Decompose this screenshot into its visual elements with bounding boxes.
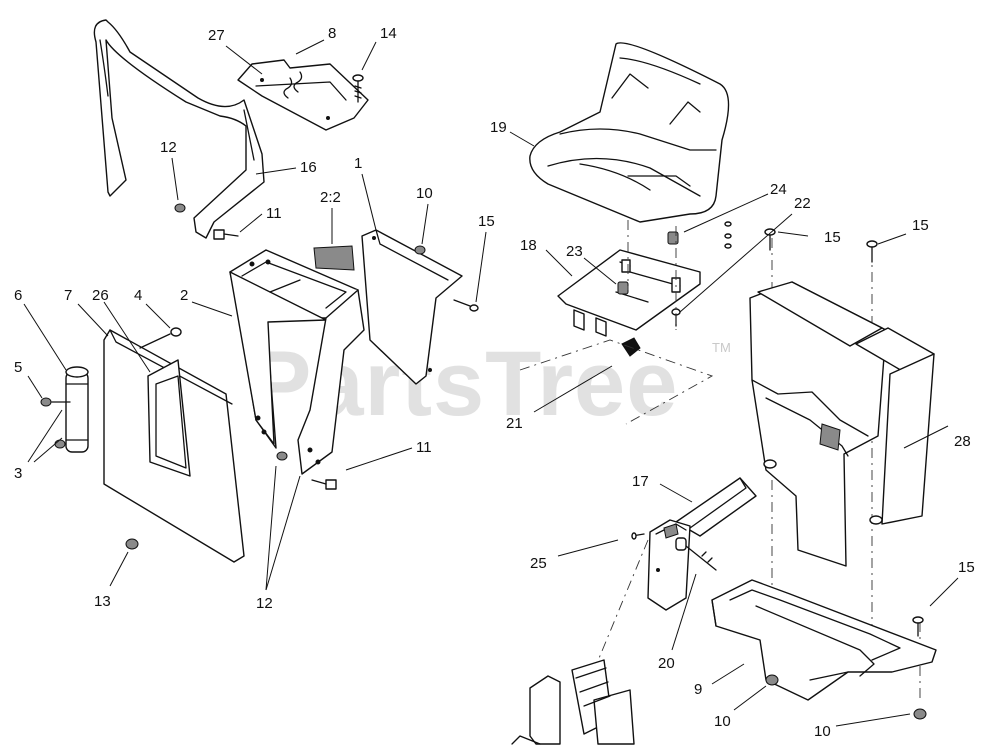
part-small-washers xyxy=(724,221,732,249)
part-13-nut xyxy=(125,538,139,550)
part-20-bolt xyxy=(675,537,717,571)
callout-25: 25 xyxy=(530,555,547,572)
callout-20: 20 xyxy=(658,655,675,672)
callout-1: 1 xyxy=(354,155,362,172)
callout-15-cover-right: 15 xyxy=(912,217,929,234)
part-11-bolt-lower xyxy=(311,479,337,490)
callout-24: 24 xyxy=(770,181,787,198)
part-9-base-pan xyxy=(711,579,937,701)
callout-3: 3 xyxy=(14,465,22,482)
part-18-seat-plate xyxy=(557,249,701,337)
part-20-upright-post xyxy=(647,519,691,611)
callout-21: 21 xyxy=(506,415,523,432)
part-24-bushing xyxy=(667,231,679,245)
part-3-nut xyxy=(54,439,66,449)
watermark-trademark: TM xyxy=(712,340,731,355)
part-2-housing xyxy=(229,249,365,475)
callout-4: 4 xyxy=(134,287,142,304)
callout-15-base: 15 xyxy=(958,559,975,576)
callout-8: 8 xyxy=(328,25,336,42)
callout-12-lower: 12 xyxy=(256,595,273,612)
callout-26: 26 xyxy=(92,287,109,304)
callout-13: 13 xyxy=(94,593,111,610)
part-15-screw-side xyxy=(453,299,479,312)
callout-15-cover-left: 15 xyxy=(824,229,841,246)
part-14-screw xyxy=(352,74,364,103)
callout-5: 5 xyxy=(14,359,22,376)
leader-lines xyxy=(23,39,959,727)
callout-9: 9 xyxy=(694,681,702,698)
callout-12-upper: 12 xyxy=(160,139,177,156)
callout-14: 14 xyxy=(380,25,397,42)
callout-27: 27 xyxy=(208,27,225,44)
callout-19: 19 xyxy=(490,119,507,136)
part-1-side-panel xyxy=(361,229,463,385)
callout-18: 18 xyxy=(520,237,537,254)
part-26-decal xyxy=(147,359,191,477)
part-5-screw xyxy=(40,397,71,407)
callout-10-base-right: 10 xyxy=(814,723,831,740)
part-10-nuts-base xyxy=(765,674,927,720)
callout-10-base-left: 10 xyxy=(714,713,731,730)
part-11-bolt-upper xyxy=(213,229,239,240)
part-19-seat xyxy=(529,42,730,223)
callout-6: 6 xyxy=(14,287,22,304)
part-10-nut-side xyxy=(414,245,426,255)
part-4-bolt xyxy=(139,327,182,349)
part-16-roll-bar xyxy=(93,19,265,239)
callout-7: 7 xyxy=(64,287,72,304)
part-25-pin xyxy=(631,532,645,540)
part-23-spacer xyxy=(617,281,629,295)
callout-28: 28 xyxy=(954,433,971,450)
part-8-bracket-plate xyxy=(237,59,369,131)
callout-22: 22 xyxy=(794,195,811,212)
callout-labels: 27 8 14 12 16 11 1 2:2 10 15 6 7 26 4 2 … xyxy=(14,25,975,740)
callout-11-lower: 11 xyxy=(416,439,432,456)
frame-bracket-bottom xyxy=(511,659,635,745)
callout-23: 23 xyxy=(566,243,583,260)
callout-2: 2 xyxy=(180,287,188,304)
part-28-seat-cover xyxy=(749,281,935,567)
part-12-nut-upper xyxy=(174,203,186,213)
part-2-2-decal xyxy=(313,245,355,271)
callout-17: 17 xyxy=(632,473,649,490)
part-15-screws-cover xyxy=(764,228,878,263)
part-12-nut-lower xyxy=(276,451,288,461)
callout-15-side: 15 xyxy=(478,213,495,230)
callout-16: 16 xyxy=(300,159,317,176)
callout-11-upper: 11 xyxy=(266,205,282,222)
part-6-tube xyxy=(65,366,89,453)
part-17-support-tube xyxy=(675,477,757,537)
callout-10-side: 10 xyxy=(416,185,433,202)
callout-2-2: 2:2 xyxy=(320,189,341,206)
part-15-screw-base xyxy=(912,616,924,637)
